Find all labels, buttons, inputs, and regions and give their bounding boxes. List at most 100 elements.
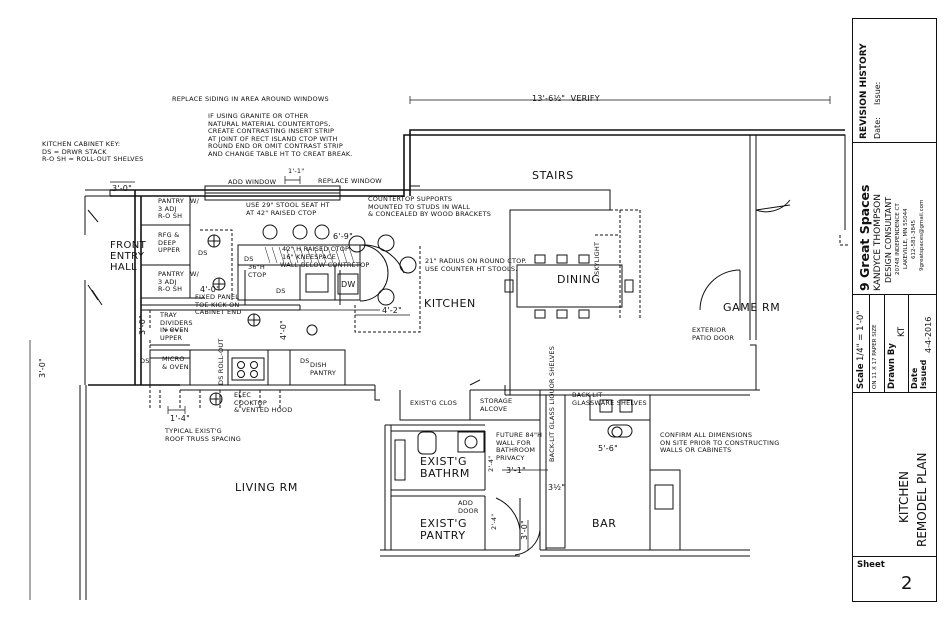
note-exterior-door: EXTERIOR PATIO DOOR xyxy=(692,326,735,342)
sheet-label: Sheet xyxy=(857,560,885,570)
cabinet-key: KITCHEN CABINET KEY: DS = DRWR STACK R-O… xyxy=(42,140,144,163)
game-room-door xyxy=(699,134,846,311)
label-ds-2: DS xyxy=(244,255,254,263)
label-ds-1: DS xyxy=(198,249,208,257)
address-line-1: 20748 INDEPENDENCE CT xyxy=(895,203,901,275)
sheet-number: 2 xyxy=(901,573,913,594)
label-ds-5: DS xyxy=(140,357,150,365)
room-exist-pantry: EXIST'G PANTRY xyxy=(420,517,468,542)
paper-size: ON 11 X 17 PAPER SIZE xyxy=(872,324,878,389)
label-pantry-2: PANTRY 3 ADJ R-O SH xyxy=(158,270,185,293)
designer-name: KANDYCE THOMPSON xyxy=(873,194,883,291)
dim-3-0-wall: 3'-0" xyxy=(38,358,47,378)
title-block-company: 9 Great Spaces KANDYCE THOMPSON DESIGN C… xyxy=(852,142,937,296)
label-raised-ctop: 42" H RAISED CTOP xyxy=(282,245,350,253)
dim-6-9: 6'-9" xyxy=(333,232,353,241)
right-edge xyxy=(839,235,850,246)
room-living: LIVING RM xyxy=(235,481,298,494)
note-stool: USE 29" STOOL SEAT HT AT 42" RAISED CTOP xyxy=(246,201,330,217)
room-game: GAME RM xyxy=(723,301,781,314)
dim-5-6: 5'-6" xyxy=(598,444,618,453)
label-pantry-w-2: w/ xyxy=(190,270,200,278)
title-block-sheet: Sheet 2 xyxy=(852,556,937,602)
label-storage-alcove: STORAGE ALCOVE xyxy=(480,397,513,413)
date-issued-value: 4-4-2016 xyxy=(924,316,933,353)
label-back-lit-liquor: BACK-LIT GLASS LIQUOR SHELVES xyxy=(548,345,556,462)
note-future-wall: FUTURE 84"H WALL FOR BATHROOM PRIVACY xyxy=(496,431,543,462)
dim-3-0-top: 3'-0" xyxy=(112,184,132,193)
room-kitchen: KITCHEN xyxy=(424,297,476,310)
dim-1-4: 1'-4" xyxy=(170,414,190,423)
label-micro-oven: MICRO & OVEN xyxy=(162,355,189,371)
label-ds-4: DS xyxy=(300,357,310,365)
dim-4-2: 4'-2" xyxy=(382,306,402,315)
room-bar: BAR xyxy=(592,517,617,530)
room-exist-bathrm: EXIST'G BATHRM xyxy=(420,455,470,480)
note-granite: IF USING GRANITE OR OTHER NATURAL MATERI… xyxy=(208,112,353,158)
scale-value: 1/4" = 1'-0" xyxy=(856,310,866,361)
email-address: 9greatspaces@gmail.com xyxy=(919,199,925,271)
company-name: 9 Great Spaces xyxy=(857,184,872,291)
dim-3-0-bottom: 3'-0" xyxy=(520,520,529,540)
label-pantry-w-1: w/ xyxy=(190,197,200,205)
dim-3-0-left: 3'-0" xyxy=(138,315,147,335)
drawn-by-label: Drawn By xyxy=(887,343,897,389)
dim-4-0-left: 4'-0" xyxy=(200,285,220,294)
room-dining: DINING xyxy=(557,273,601,286)
dining-table xyxy=(504,254,634,319)
note-radius: 21" RADIUS ON ROUND CTOP. USE COUNTER HT… xyxy=(425,257,527,273)
note-replace-siding: REPLACE SIDING IN AREA AROUND WINDOWS xyxy=(172,95,329,103)
label-add-window: ADD WINDOW xyxy=(228,178,277,186)
drawing-title-line-1: KITCHEN xyxy=(897,471,911,523)
dim-4-0-mid: 4'-0" xyxy=(279,320,288,340)
revision-issue-label: Issue: xyxy=(873,81,882,105)
label-ctop: CTOP xyxy=(248,271,267,279)
note-tray: TRAY DIVIDERS IN OVEN UPPER xyxy=(160,311,193,342)
label-pantry-1: PANTRY 3 ADJ R-O SH xyxy=(158,197,185,220)
raised-counter-hatch xyxy=(264,246,355,264)
note-fixed-panel: FIXED PANEL TOE KICK ON CABINET END xyxy=(195,293,242,316)
section-markers xyxy=(207,234,623,438)
island-counter xyxy=(237,244,361,301)
room-front-entry-hall: FRONT ENTRY HALL xyxy=(110,240,147,273)
bar-area xyxy=(546,394,681,550)
dim-2-4-b: 2'-4" xyxy=(490,513,498,530)
note-truss: TYPICAL EXIST'G ROOF TRUSS SPACING xyxy=(165,427,242,443)
label-dw: DW xyxy=(341,280,356,289)
dashed-cabinet-lines xyxy=(149,310,281,408)
note-elec-cooktop: ELEC COOKTOP & VENTED HOOD xyxy=(234,391,293,414)
dim-2-4-a: 2'-4" xyxy=(487,455,495,472)
window-top xyxy=(204,185,420,201)
label-ds-3: DS xyxy=(276,287,286,295)
room-stairs: STAIRS xyxy=(532,169,574,182)
designer-role: DESIGN CONSULTANT xyxy=(884,196,893,283)
dim-1-1: 1'-1" xyxy=(288,167,305,175)
scale-label: Scale xyxy=(856,363,866,389)
note-add-door: ADD DOOR xyxy=(458,499,479,515)
drawing-title-line-2: REMODEL PLAN xyxy=(915,452,929,547)
dim-3-1: 3'-1" xyxy=(506,466,526,475)
label-kneespace: 16" KNEESPACE xyxy=(282,253,336,261)
revision-history: REVISION HISTORY xyxy=(859,43,869,139)
lower-rooms-walls xyxy=(384,389,547,550)
label-wall-below: WALL BELOW CONTRETOP xyxy=(280,261,370,269)
round-countertop xyxy=(262,224,417,306)
label-36h: 36"H xyxy=(248,263,265,271)
label-rfg: RFG & DEEP UPPER xyxy=(158,231,181,254)
cabinet-wall xyxy=(141,270,341,311)
revision-date-label: Date: xyxy=(873,117,882,139)
label-replace-window: REPLACE WINDOW xyxy=(318,177,382,185)
drawn-by-value: KT xyxy=(897,326,907,337)
label-ds-rollout: DS ROLL-OUT xyxy=(217,338,225,385)
counter-dashed xyxy=(189,200,421,333)
bar-doors xyxy=(469,379,541,556)
address-line-2: LAKEVILLE, MN 55044 xyxy=(903,208,909,269)
title-block-meta: Scale 1/4" = 1'-0" ON 11 X 17 PAPER SIZE… xyxy=(852,294,937,394)
label-skylight: SKYLIGHT xyxy=(593,241,601,275)
date-issued-label: Date Issued xyxy=(910,359,928,389)
dim-3-half: 3½" xyxy=(548,483,566,492)
label-dish-pantry: DISH PANTRY xyxy=(310,361,337,377)
living-room-walls xyxy=(79,384,750,600)
phone-number: 612-581-3845 xyxy=(911,220,917,259)
